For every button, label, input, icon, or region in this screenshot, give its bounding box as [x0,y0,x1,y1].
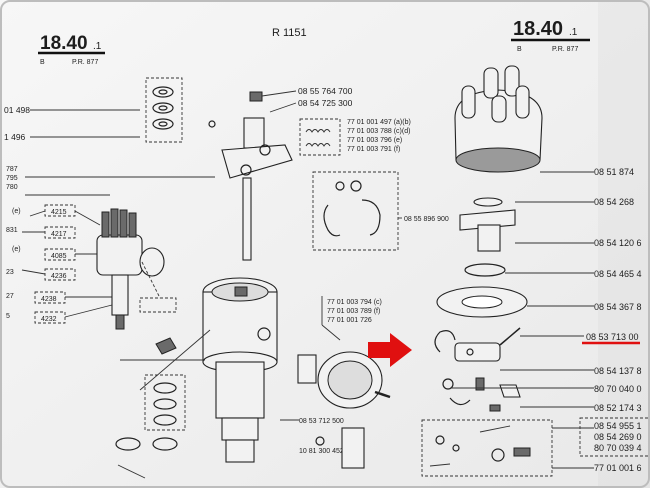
part-label: 77 01 001 497 (a)(b) [347,119,411,126]
highlighted-part-label: 08 53 713 00 [586,332,639,342]
left-page-sub: .1 [93,41,102,52]
part-label: 08 55 896 900 [404,216,449,223]
part-label: 08 54 725 300 [298,98,353,108]
right-leaders [450,171,650,469]
part-label: 08 55 764 700 [298,86,353,96]
right-page-letter: B [517,46,522,53]
part-label: 77 01 001 726 [327,317,372,324]
part-label: 77 01 003 788 (c)(d) [347,128,410,135]
edge-label: 780 [6,184,18,191]
edge-label: 27 [6,293,14,300]
part-label: 80 70 040 0 [594,384,642,394]
left-page-badge: 18.40 .1 B P.R. 877 [38,33,105,66]
part-label: 08 54 268 [594,197,634,207]
springs-kit: 77 01 001 497 (a)(b) 77 01 003 788 (c)(d… [299,118,411,156]
part-label: 08 54 137 8 [594,366,642,376]
edge-label: 831 [6,227,18,234]
group-box-label: 4232 [41,316,57,323]
washer-stack-bottom [115,374,186,479]
distributor-body-drawing [155,277,278,463]
right-part-labels: 08 51 874 08 54 268 08 54 120 6 08 54 46… [586,167,642,473]
part-label: 08 54 269 0 [594,432,642,442]
right-page-number: 18.40 [513,18,563,40]
part-label: 08 54 367 8 [594,302,642,312]
group-box-label: 4238 [41,296,57,303]
part-label: 08 54 955 1 [594,421,642,431]
edge-label: 5 [6,313,10,320]
edge-label: 23 [6,269,14,276]
part-label: 77 01 003 789 (f) [327,308,380,315]
part-label: 08 54 465 4 [594,269,642,279]
part-label: 77 01 003 791 (f) [347,146,400,153]
group-box-label: 4236 [51,273,67,280]
edge-label: 1 496 [4,132,26,142]
left-page-ref: P.R. 877 [72,59,98,66]
contact-set-drawing [434,327,521,362]
part-label: 08 53 712 500 [299,418,344,425]
group-box-label: 4085 [51,253,67,260]
left-group: (e) (e) 4215 4217 4085 4236 4238 4232 [12,204,177,324]
group-box-label: 4215 [51,209,67,216]
group-letter: (e) [12,208,21,215]
edge-label: 01 498 [4,105,30,115]
right-page-sub: .1 [569,27,578,38]
rotor-drawing [459,197,516,252]
part-label: 08 51 874 [594,167,634,177]
part-label: 08 54 120 6 [594,238,642,248]
distributor-assembly-drawing [96,208,165,330]
part-label: 08 52 174 3 [594,403,642,413]
spares-box [421,419,553,477]
right-page-ref: P.R. 877 [552,46,578,53]
breaker-plate-drawing [436,286,528,318]
shaft-assembly-drawing [208,90,297,261]
part-label: 77 01 003 796 (e) [347,137,402,144]
vacuum-advance-drawing: 77 01 003 794 (c) 77 01 003 789 (f) 77 0… [280,296,391,469]
highlight-arrow [368,333,412,367]
group-box-label: 4217 [51,231,67,238]
left-page-letter: B [40,59,45,66]
model-code: R 1151 [272,27,307,39]
edge-label: 787 [6,166,18,173]
group-letter: (e) [12,246,21,253]
part-label: 77 01 003 794 (c) [327,299,382,306]
edge-label: 795 [6,175,18,182]
part-label: 77 01 001 6 [594,463,642,473]
part-label: 10 81 300 452 [299,448,344,455]
cap-drawing [454,65,543,173]
clip-set: 08 55 896 900 [312,171,449,251]
left-page-number: 18.40 [40,33,88,54]
felt-ring [464,263,506,277]
left-edge-labels: 01 498 1 496 787 795 780 831 23 27 5 [4,105,30,320]
part-label: 80 70 039 4 [594,443,642,453]
right-page-badge: 18.40 .1 B P.R. 877 [511,18,590,53]
washer-stack-top [145,77,183,143]
